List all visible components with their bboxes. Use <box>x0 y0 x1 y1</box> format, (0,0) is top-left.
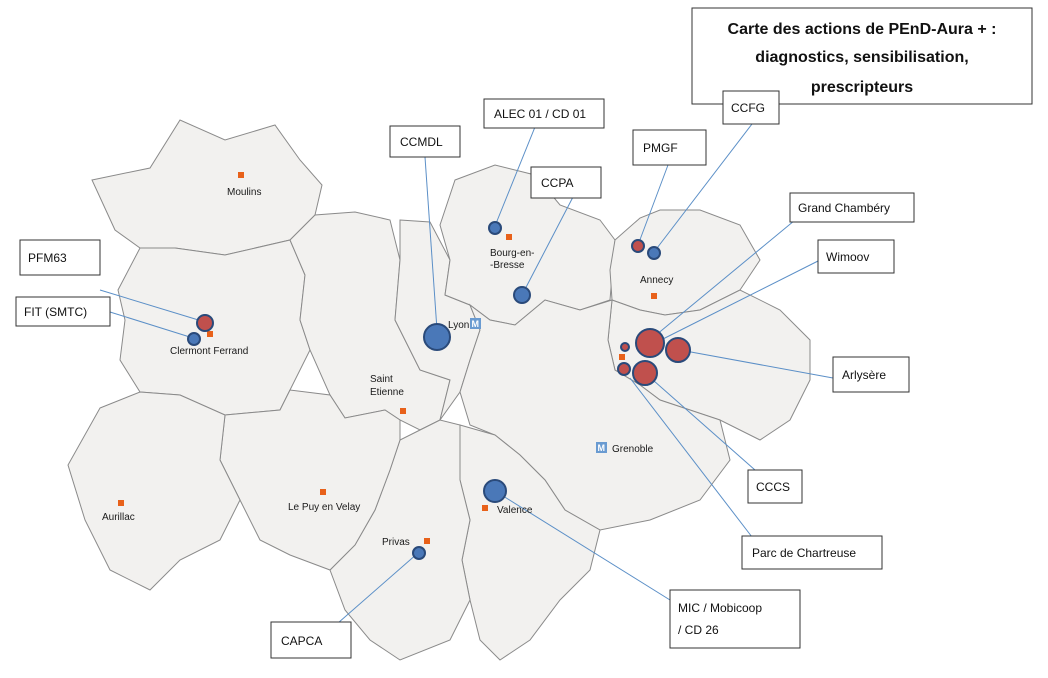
label-box-alec: ALEC 01 / CD 01 <box>483 98 605 129</box>
marker-cccs <box>632 360 658 386</box>
marker-grand-chambery <box>635 328 665 358</box>
marker-chartreuse <box>617 362 631 376</box>
dept-isere <box>459 299 731 531</box>
leader-chartreuse <box>629 377 753 538</box>
city-grenoble-label: Grenoble <box>612 444 654 455</box>
action-markers <box>187 221 691 560</box>
city-bourg-label: Bourg-en- <box>490 248 534 259</box>
label-wimoov: Wimoov <box>826 250 869 264</box>
map-title-line-3: prescripteurs <box>811 79 913 96</box>
leader-cccs <box>644 372 756 471</box>
label-box-cccs: CCCS <box>747 469 803 504</box>
city-marker-valence <box>482 505 488 511</box>
city-saint-etienne-label-2: Etienne <box>370 387 404 398</box>
map-title-box: Carte des actions de PEnD-Aura + : diagn… <box>691 7 1033 105</box>
metro-grenoble-m: M <box>598 443 606 453</box>
label-box-grand-chambery: Grand Chambéry <box>789 192 915 223</box>
label-ccmdl: CCMDL <box>400 135 443 149</box>
city-marker-bourg <box>506 234 512 240</box>
metro-marker-grenoble <box>596 442 607 453</box>
label-box-wimoov: Wimoov <box>817 239 895 274</box>
city-bourg-label-2: -Bresse <box>490 260 525 271</box>
leader-mic <box>494 490 671 601</box>
dept-allier <box>91 119 323 256</box>
marker-ccpa <box>513 286 531 304</box>
leader-pmgf <box>637 164 669 246</box>
city-le-puy-label: Le Puy en Velay <box>288 502 360 513</box>
marker-fit <box>187 332 201 346</box>
metro-lyon-m: M <box>472 319 480 329</box>
marker-alec <box>488 221 502 235</box>
label-mic-line-2: / CD 26 <box>678 623 719 637</box>
marker-pfm63 <box>196 314 214 332</box>
label-box-pmgf: PMGF <box>632 129 707 166</box>
label-capca: CAPCA <box>281 634 322 648</box>
label-ccpa: CCPA <box>541 176 573 190</box>
city-annecy-label: Annecy <box>640 275 673 286</box>
marker-ccfg <box>647 246 661 260</box>
label-pfm63: PFM63 <box>28 251 67 265</box>
leader-wimoov <box>654 259 821 344</box>
label-grand-chambery: Grand Chambéry <box>798 201 890 215</box>
label-arlysere: Arlysère <box>842 368 886 382</box>
label-box-pfm63: PFM63 <box>19 239 101 276</box>
label-box-ccpa: CCPA <box>530 166 602 199</box>
leader-pfm63 <box>99 289 206 323</box>
city-marker-moulins <box>238 172 244 178</box>
city-lyon-label: Lyon <box>448 320 469 331</box>
city-valence-label: Valence <box>497 505 533 516</box>
label-box-ccfg: CCFG <box>722 90 780 125</box>
city-saint-etienne-label-1: Saint <box>370 374 393 385</box>
action-labels: CCMDL ALEC 01 / CD 01 CCPA PMGF CCFG Gra… <box>15 90 915 659</box>
city-marker-saint-etienne <box>400 408 406 414</box>
leader-arlysere <box>679 349 834 379</box>
leader-ccfg <box>653 123 753 253</box>
marker-ccmdl <box>423 323 451 351</box>
leader-lines <box>99 123 834 631</box>
city-marker-aurillac <box>118 500 124 506</box>
marker-arlysere <box>665 337 691 363</box>
marker-pmgf <box>631 239 645 253</box>
city-aurillac-label: Aurillac <box>102 512 135 523</box>
label-cccs: CCCS <box>756 480 790 494</box>
departments <box>67 119 811 661</box>
city-clermont-label: Clermont Ferrand <box>170 346 248 357</box>
map-title-line-2: diagnostics, sensibilisation, <box>755 49 968 66</box>
leader-grand-chambery <box>649 210 807 341</box>
label-pmgf: PMGF <box>643 141 678 155</box>
marker-mic <box>483 479 507 503</box>
label-box-mic: MIC / Mobicoop / CD 26 <box>669 589 801 649</box>
metro-marker-lyon <box>470 318 481 329</box>
label-box-chartreuse: Parc de Chartreuse <box>741 535 883 570</box>
label-fit: FIT (SMTC) <box>24 305 87 319</box>
label-box-arlysere: Arlysère <box>832 356 910 393</box>
city-marker-annecy <box>651 293 657 299</box>
leader-ccmdl <box>424 156 438 331</box>
label-alec: ALEC 01 / CD 01 <box>494 107 586 121</box>
city-markers: Moulins Bourg-en- -Bresse Annecy Clermon… <box>102 172 673 548</box>
label-box-ccmdl: CCMDL <box>389 125 461 158</box>
dept-cantal <box>67 391 241 591</box>
label-box-capca: CAPCA <box>270 621 352 659</box>
map-title-line-1: Carte des actions de PEnD-Aura + : <box>728 21 997 38</box>
leader-ccpa <box>521 196 574 296</box>
dept-haute-loire <box>219 389 401 571</box>
city-marker-clermont <box>207 331 213 337</box>
leader-fit <box>109 311 194 339</box>
label-box-fit: FIT (SMTC) <box>15 296 111 327</box>
dept-puy-de-dome <box>117 239 311 416</box>
marker-capca <box>412 546 426 560</box>
marker-small-chambery <box>620 342 630 352</box>
city-marker-le-puy <box>320 489 326 495</box>
label-ccfg: CCFG <box>731 101 765 115</box>
city-privas-label: Privas <box>382 537 410 548</box>
city-marker-privas <box>424 538 430 544</box>
city-marker-chambery <box>619 354 625 360</box>
label-chartreuse: Parc de Chartreuse <box>752 546 856 560</box>
leader-capca <box>329 552 419 631</box>
leader-alec <box>494 126 536 227</box>
city-moulins-label: Moulins <box>227 187 261 198</box>
label-mic-line-1: MIC / Mobicoop <box>678 601 762 615</box>
